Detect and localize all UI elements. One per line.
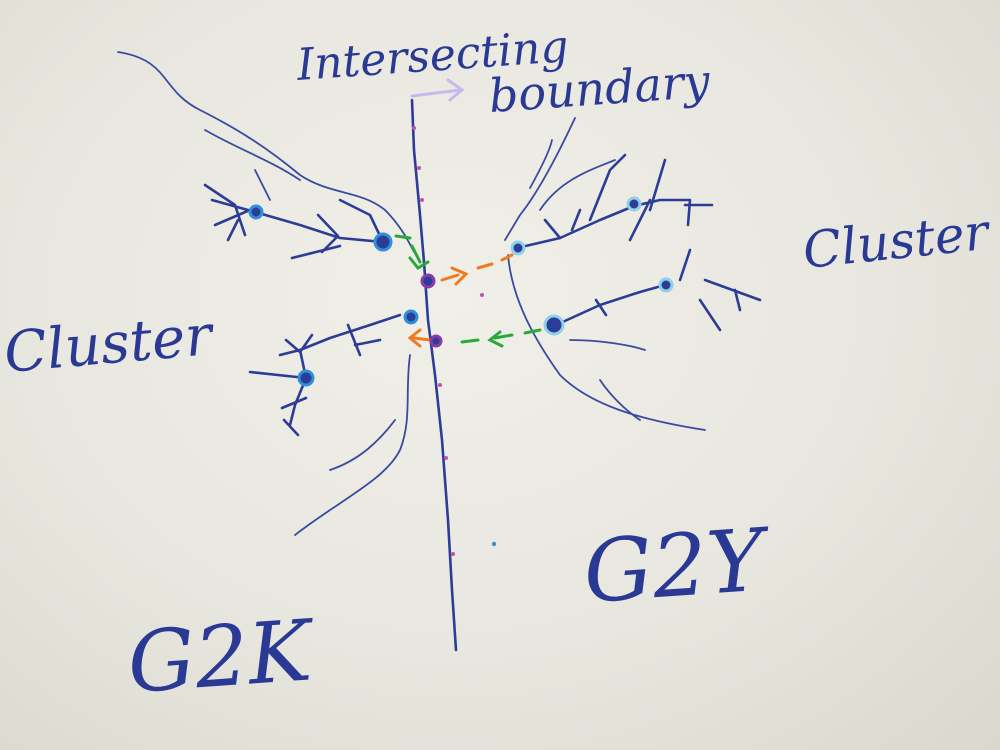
left-cluster-branches (117, 51, 415, 536)
boundary-node-2 (429, 334, 443, 348)
boundary-pointer-arrow (410, 78, 465, 102)
boundary-node-1 (420, 273, 436, 289)
node-left-2 (373, 232, 393, 252)
green-arrows (394, 234, 542, 348)
orange-arrow-to-cluster (440, 253, 514, 286)
node-left-3 (403, 309, 419, 325)
label-g2k: G2K (125, 601, 319, 712)
right-cluster-branches (504, 117, 762, 431)
orange-arrows (407, 253, 514, 348)
node-right-2 (626, 196, 642, 212)
cluster-nodes (248, 196, 674, 387)
stray-dot (491, 541, 497, 547)
green-arrow-into-boundary (394, 234, 430, 270)
green-arrow-to-boundary-node (460, 328, 542, 348)
boundary-stroke (410, 98, 458, 652)
label-g2y: G2Y (580, 510, 774, 623)
label-cluster-right: Cluster (800, 203, 994, 280)
node-left-1 (248, 204, 264, 220)
node-left-4 (297, 369, 315, 387)
node-right-4 (543, 314, 565, 336)
orange-arrow-to-node (407, 328, 432, 348)
label-cluster-left: Cluster (2, 303, 218, 386)
node-right-1 (510, 240, 526, 256)
node-right-3 (658, 277, 674, 293)
boundary-markers (412, 126, 484, 556)
